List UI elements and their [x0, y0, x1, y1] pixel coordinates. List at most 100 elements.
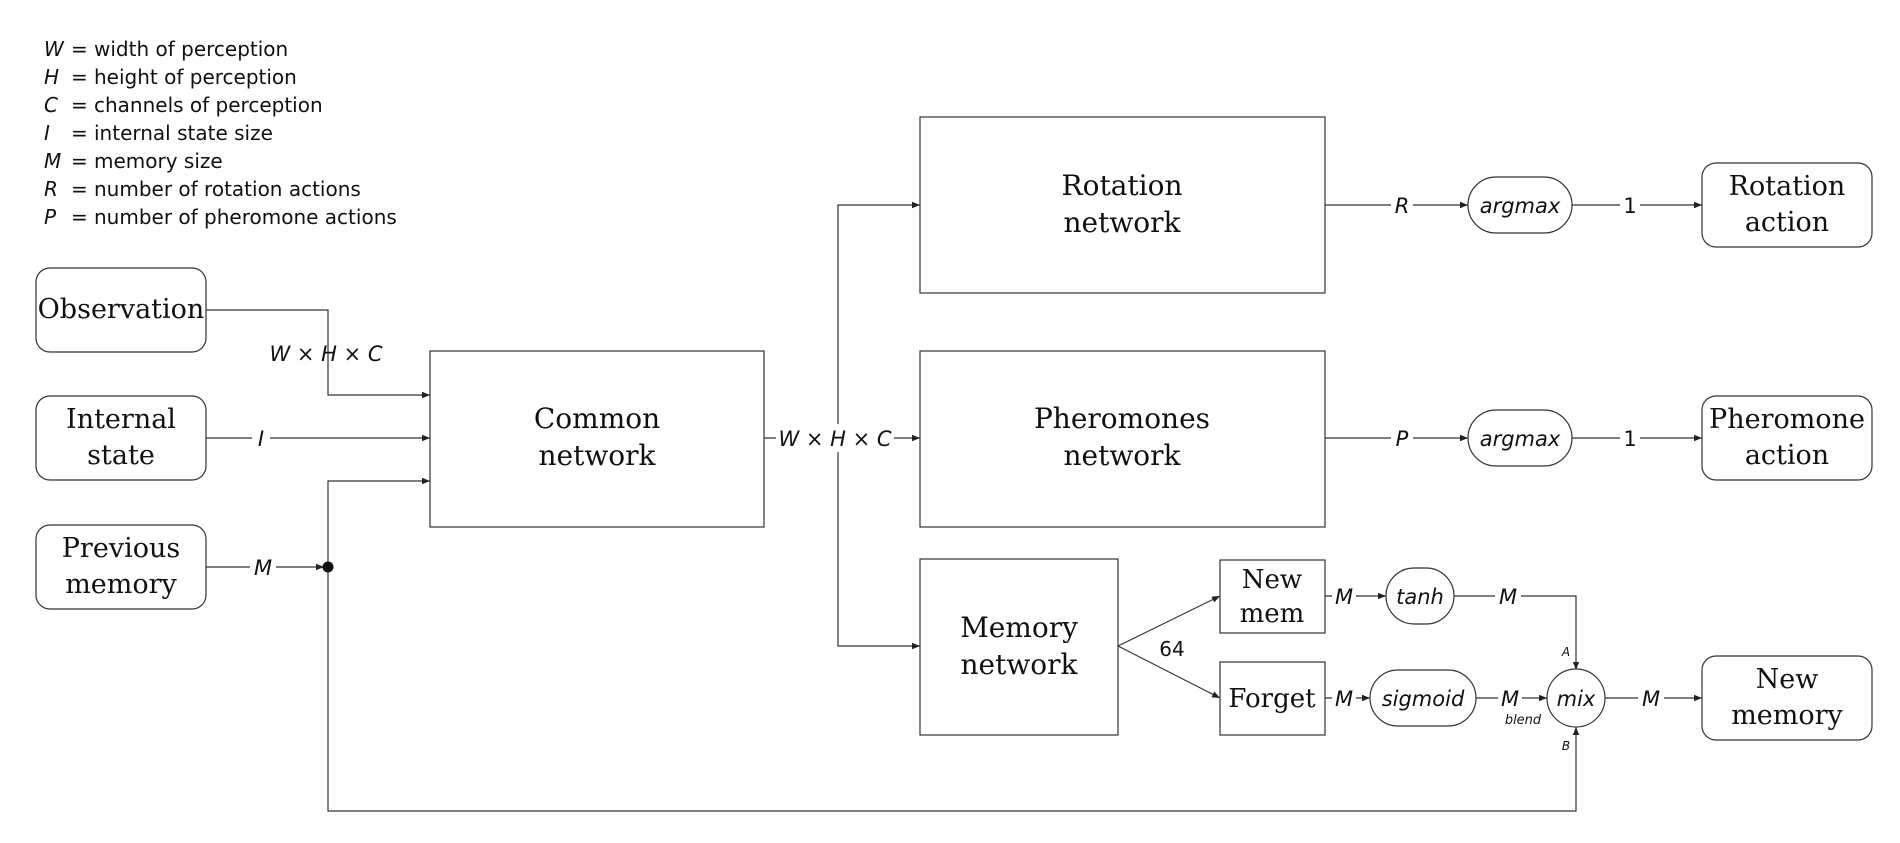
legend-symbol: C: [44, 93, 58, 117]
node-label-line-2: action: [1745, 440, 1829, 471]
edge-trunk-memory: [837, 438, 920, 650]
legend-text: channels of perception: [94, 93, 323, 117]
node-rotation-network: Rotation network: [919, 116, 1326, 294]
node-label-line-2: network: [1063, 439, 1181, 472]
node-label-line-1: Common: [534, 402, 660, 435]
node-label-line-2: network: [1063, 206, 1181, 239]
legend-text: height of perception: [94, 65, 297, 89]
edge-junction-mix: [327, 567, 1580, 812]
node-label-line-2: action: [1745, 207, 1829, 238]
node-label-line-2: memory: [1731, 700, 1843, 731]
edge-trunk-rotation: [837, 201, 920, 438]
legend-item-r: R = number of rotation actions: [44, 177, 361, 201]
legend-text: number of pheromone actions: [94, 205, 397, 229]
legend-item-c: C = channels of perception: [44, 93, 323, 117]
legend-item-h: H = height of perception: [44, 65, 297, 89]
edge-label-pheromone-arg-out: 1: [1623, 427, 1636, 451]
node-label-line-1: Rotation: [1062, 169, 1183, 202]
legend-symbol: P: [44, 205, 57, 229]
edge-junction-common: [327, 477, 430, 567]
legend-equals: =: [71, 37, 88, 61]
node-observation: Observation: [35, 267, 207, 353]
node-label-line-2: network: [960, 648, 1078, 681]
legend-symbol: I: [44, 121, 50, 145]
edge-tanh-mix: [1454, 595, 1580, 670]
legend-symbol: W: [44, 37, 65, 61]
legend-symbol: M: [44, 149, 61, 173]
node-mix: mix: [1546, 668, 1606, 728]
legend-text: number of rotation actions: [94, 177, 361, 201]
node-label-line-1: Previous: [62, 533, 180, 564]
legend-item-w: W = width of perception: [44, 37, 288, 61]
node-label-line-1: Pheromones: [1034, 402, 1210, 435]
node-label-line-1: Pheromone: [1709, 404, 1865, 435]
edge-label-obs-dim: W × H × C: [269, 342, 382, 366]
nodes: Observation Internal state Previous memo…: [35, 116, 1873, 741]
edge-labels: W × H × C I M W × H × C R 1 P 1 64 M M M…: [250, 191, 1664, 753]
node-label-line-1: Rotation: [1729, 171, 1846, 202]
edge-label-mix-in-b: B: [1562, 739, 1570, 753]
legend-text: memory size: [94, 149, 223, 173]
node-label-line-1: New: [1756, 664, 1819, 695]
node-label: argmax: [1480, 194, 1561, 218]
node-label: tanh: [1396, 585, 1444, 609]
legend-symbol: R: [44, 177, 58, 201]
legend-symbol: H: [44, 65, 59, 89]
node-label-line-2: network: [538, 439, 656, 472]
edge-label-common-out: W × H × C: [778, 427, 891, 451]
node-label: Observation: [38, 294, 205, 325]
junction-dot: [322, 561, 334, 573]
node-label-line-1: New: [1242, 565, 1302, 595]
edge-label-internal-dim: I: [258, 427, 264, 451]
node-label-line-2: mem: [1240, 599, 1305, 629]
node-forget: Forget: [1219, 661, 1326, 736]
legend-equals: =: [71, 121, 88, 145]
node-argmax-pheromone: argmax: [1467, 409, 1573, 467]
node-label-line-2: memory: [65, 569, 177, 600]
legend: W = width of perception H = height of pe…: [44, 37, 397, 229]
edge-label-tanh-out: M: [1499, 585, 1517, 609]
legend-equals: =: [71, 177, 88, 201]
node-common-network: Common network: [429, 350, 765, 528]
node-label-line-1: Memory: [960, 611, 1078, 644]
edge-observation-common: [206, 309, 430, 399]
legend-equals: =: [71, 65, 88, 89]
node-tanh: tanh: [1385, 567, 1455, 625]
node-pheromone-action: Pheromone action: [1701, 395, 1873, 481]
legend-item-i: I = internal state size: [44, 121, 273, 145]
edge-label-pheromone-out: P: [1396, 427, 1409, 451]
node-label: argmax: [1480, 427, 1561, 451]
legend-text: internal state size: [94, 121, 273, 145]
node-rotation-action: Rotation action: [1701, 162, 1873, 248]
legend-item-p: P = number of pheromone actions: [44, 205, 397, 229]
node-label: sigmoid: [1382, 687, 1465, 711]
edge-memory-forget: [1117, 645, 1221, 699]
node-argmax-rotation: argmax: [1467, 176, 1573, 234]
edge-label-blend: blend: [1505, 713, 1542, 728]
node-new-memory: New memory: [1701, 655, 1873, 741]
node-label: Forget: [1228, 684, 1316, 714]
edge-label-mix-out: M: [1642, 687, 1660, 711]
node-label: mix: [1557, 687, 1596, 711]
legend-equals: =: [71, 149, 88, 173]
node-internal-state: Internal state: [35, 395, 207, 481]
edge-label-forget-out: M: [1335, 687, 1353, 711]
edge-label-prevmem-dim: M: [254, 556, 272, 580]
node-previous-memory: Previous memory: [35, 524, 207, 610]
edge-label-memory-split: 64: [1159, 637, 1184, 661]
edge-label-newmem-out: M: [1335, 585, 1353, 609]
edge-label-mix-in-a: A: [1561, 645, 1570, 659]
legend-item-m: M = memory size: [44, 149, 223, 173]
edge-label-sigmoid-out: M: [1501, 687, 1519, 711]
edge-label-rotation-arg-out: 1: [1623, 194, 1636, 218]
node-label-line-2: state: [87, 440, 155, 471]
edge-label-rotation-out: R: [1395, 194, 1410, 218]
edge-memory-newmem: [1117, 595, 1221, 647]
node-new-mem: New mem: [1219, 559, 1326, 634]
node-sigmoid: sigmoid: [1369, 669, 1477, 727]
node-pheromones-network: Pheromones network: [919, 350, 1326, 528]
node-label-line-1: Internal: [66, 404, 176, 435]
legend-equals: =: [71, 205, 88, 229]
legend-equals: =: [71, 93, 88, 117]
